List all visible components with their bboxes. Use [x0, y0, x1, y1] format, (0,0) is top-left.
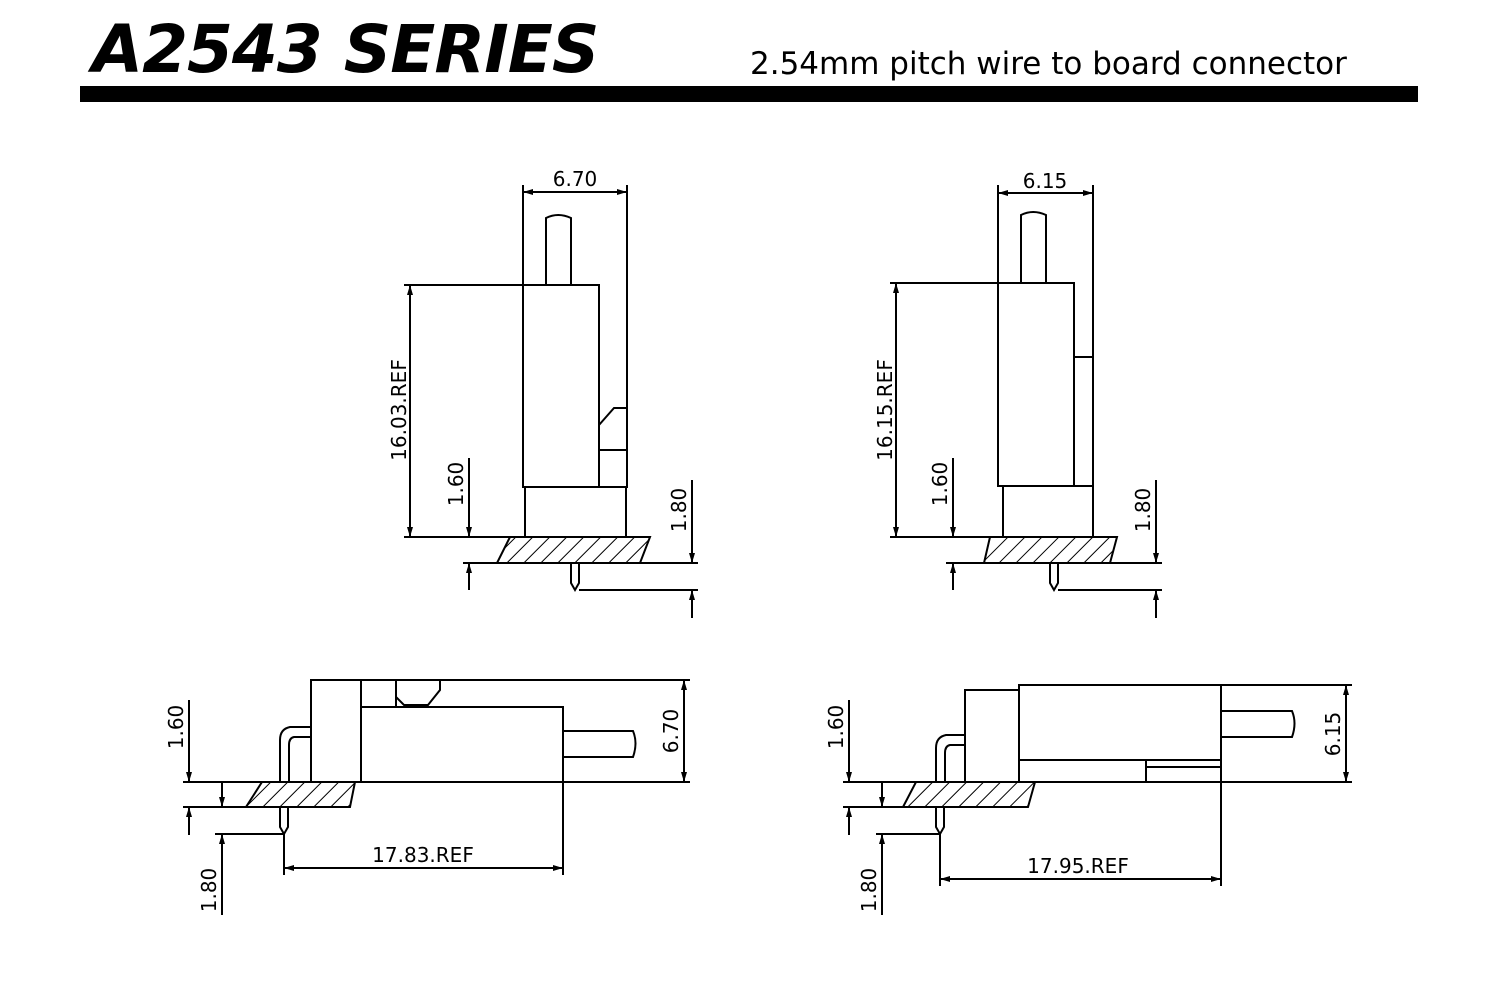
dim-tail-bottom-left: 1.80 [197, 868, 221, 913]
pin-tail [1049, 563, 1059, 593]
dim-standoff-top-left: 1.60 [444, 462, 468, 507]
latch [598, 407, 628, 451]
header-rule [80, 86, 1418, 102]
series-subtitle: 2.54mm pitch wire to board connector [750, 46, 1347, 82]
pcb [901, 781, 1037, 808]
latch-base [598, 449, 628, 488]
dim-width-top-right: 6.15 [1023, 169, 1068, 193]
dim-height-top-right: 16.15.REF [873, 359, 897, 461]
series-title: A2543 SERIES [92, 11, 599, 88]
pcb [495, 536, 652, 564]
header-block [310, 679, 362, 783]
dim-width-top-left: 6.70 [553, 167, 598, 191]
wire [1020, 211, 1047, 283]
header-block [964, 689, 1020, 783]
pin-tail [570, 563, 580, 593]
bent-pin [279, 726, 311, 782]
dim-tail-top-left: 1.80 [667, 488, 691, 533]
latch-block [360, 679, 397, 708]
pcb [982, 536, 1119, 564]
housing [522, 284, 600, 488]
view-top-left [404, 185, 698, 618]
bent-pin [935, 734, 965, 782]
wire [545, 214, 572, 285]
dim-standoff-top-right: 1.60 [928, 462, 952, 507]
dim-standoff-bottom-right: 1.60 [824, 705, 848, 750]
housing [360, 706, 564, 783]
header-body [1002, 485, 1094, 537]
housing [1018, 684, 1222, 761]
dim-standoff-bottom-left: 1.60 [164, 705, 188, 750]
title-block: A2543 SERIES 2.54mm pitch wire to board … [0, 0, 1500, 110]
view-bottom-right [843, 684, 1352, 915]
header-body [523, 486, 627, 537]
side-plate [1073, 356, 1094, 487]
housing [997, 282, 1075, 487]
base-step [1018, 760, 1221, 783]
dim-height-bottom-left: 6.70 [659, 709, 683, 754]
dim-tail-bottom-right: 1.80 [857, 868, 881, 913]
wire [563, 730, 637, 758]
dim-tail-top-right: 1.80 [1131, 488, 1155, 533]
view-bottom-left [183, 679, 690, 915]
pin-tail [935, 807, 945, 837]
pin-tail [279, 807, 289, 837]
latch [395, 679, 441, 706]
pcb [244, 781, 357, 808]
wire [1221, 710, 1296, 738]
dim-length-bottom-left: 17.83.REF [372, 843, 474, 867]
dim-height-top-left: 16.03.REF [387, 359, 411, 461]
dim-height-bottom-right: 6.15 [1321, 712, 1345, 757]
view-top-right [890, 185, 1162, 618]
dim-length-bottom-right: 17.95.REF [1027, 854, 1129, 878]
